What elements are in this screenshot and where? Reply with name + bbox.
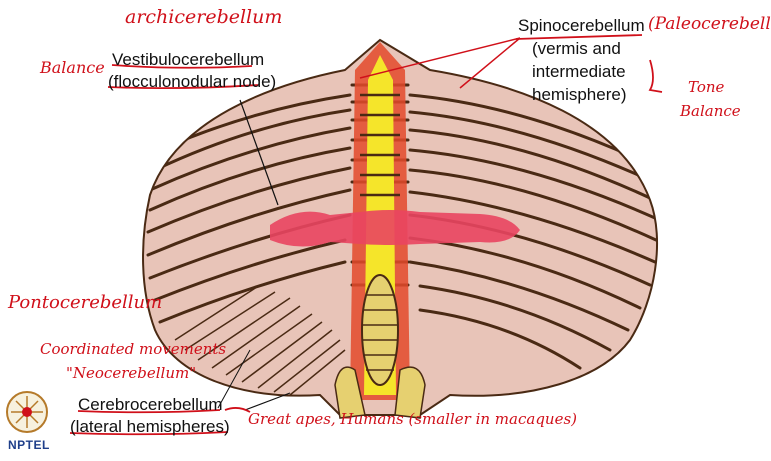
cerebrocerebellum-label: Cerebrocerebellum: [78, 395, 223, 415]
great-apes-note: Great apes, Humans (smaller in macaques): [248, 410, 577, 428]
tone-note: Tone: [688, 78, 724, 96]
vestibulocerebellum-label: Vestibulocerebellum: [112, 50, 264, 70]
archicerebellum-note: archicerebellum: [125, 6, 282, 28]
spinocerebellum-sub-1: (vermis and: [532, 39, 621, 59]
cerebrocerebellum-sub: (lateral hemispheres): [70, 417, 230, 437]
vestibulocerebellum-sub: (flocculonodular node): [108, 72, 276, 92]
uvula: [362, 275, 398, 385]
paleocerebellum-note: (Paleocerebellum: [648, 14, 771, 34]
neocerebellum-note: "Neocerebellum": [66, 364, 196, 382]
pontocerebellum-note: Pontocerebellum: [8, 292, 162, 313]
nptel-logo: [7, 392, 47, 432]
nptel-logo-text: NPTEL: [8, 438, 50, 452]
balance-right-note: Balance: [680, 102, 741, 120]
flocculonodular-band: [270, 210, 520, 247]
spinocerebellum-label: Spinocerebellum: [518, 16, 645, 36]
spinocerebellum-sub-3: hemisphere): [532, 85, 627, 105]
balance-left-note: Balance: [40, 58, 105, 77]
spinocerebellum-sub-2: intermediate: [532, 62, 626, 82]
coordinated-note: Coordinated movements: [40, 340, 226, 358]
